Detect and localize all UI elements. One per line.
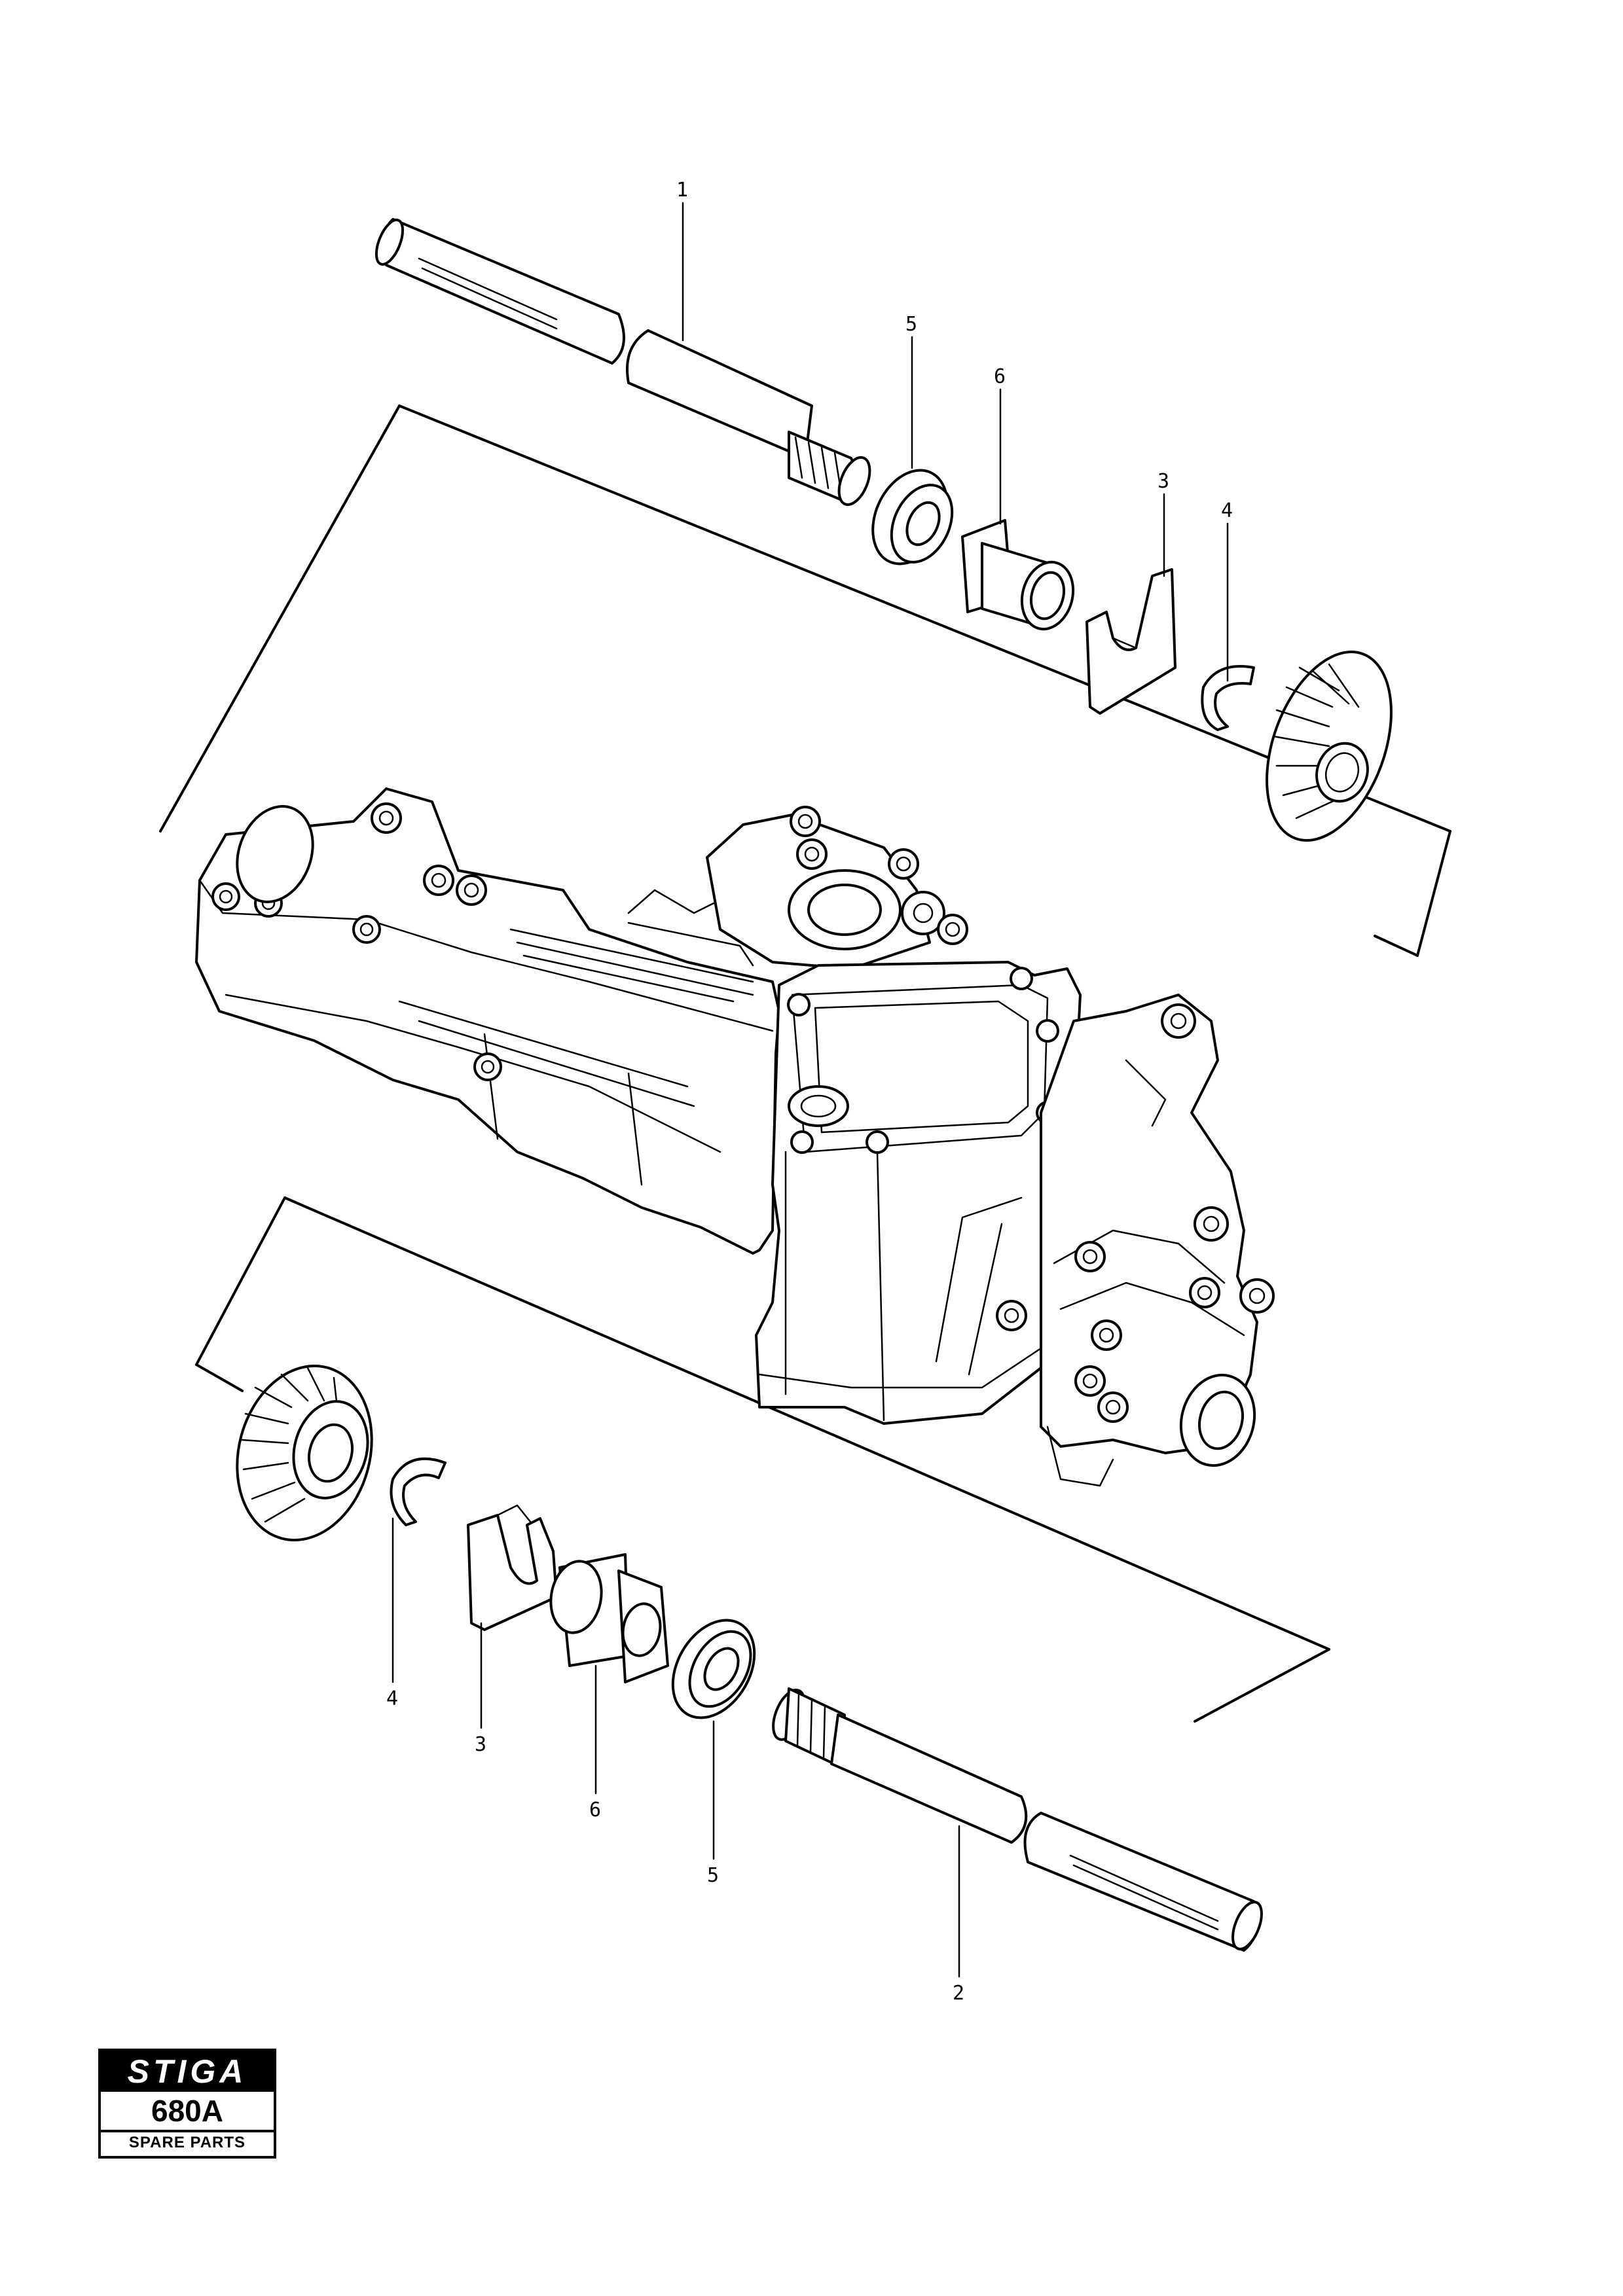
seal-ring-lower xyxy=(671,1619,756,1719)
callout-shaft-lower: 2 xyxy=(953,1982,964,2005)
shift-fork-lower xyxy=(467,1504,558,1631)
lower-assembly-frame xyxy=(195,1196,1330,1723)
axle-shaft-lower xyxy=(772,1687,1263,1952)
callout-seal-lower: 5 xyxy=(707,1864,719,1887)
logo-model: 680A xyxy=(101,2092,274,2132)
callout-leaders xyxy=(392,202,1229,1978)
axle-shaft-upper xyxy=(374,218,871,507)
logo-brand: STIGA xyxy=(101,2051,274,2092)
callout-bushing-upper: 6 xyxy=(994,365,1006,388)
callout-clip-upper: 4 xyxy=(1221,499,1233,522)
callout-bushing-lower: 6 xyxy=(589,1799,601,1821)
callout-seal-upper: 5 xyxy=(905,313,917,336)
logo-caption: SPARE PARTS xyxy=(128,2134,246,2151)
callout-fork-upper: 3 xyxy=(1158,470,1169,493)
retaining-clip-upper xyxy=(1201,665,1255,731)
bevel-gear-upper xyxy=(1266,651,1393,842)
stiga-logo: STIGA 680A SPARE PARTS xyxy=(98,2049,276,2159)
bevel-gear-lower xyxy=(236,1365,373,1541)
retaining-clip-lower xyxy=(390,1457,447,1526)
shift-fork-upper xyxy=(1085,568,1176,715)
seal-ring-upper xyxy=(871,469,954,565)
callout-clip-lower: 4 xyxy=(386,1687,398,1710)
flanged-bushing-upper xyxy=(961,519,1075,631)
callout-shaft-upper: 1 xyxy=(676,179,688,202)
transaxle-housing xyxy=(195,787,1275,1487)
flanged-bushing-lower xyxy=(549,1553,669,1683)
callout-fork-lower: 3 xyxy=(475,1733,486,1756)
